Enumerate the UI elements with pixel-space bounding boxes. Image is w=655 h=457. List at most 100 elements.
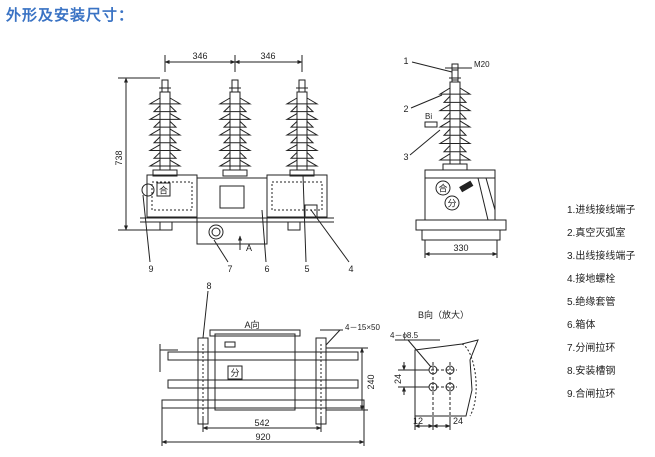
front-opening-ring xyxy=(208,224,224,240)
front-insulator-left xyxy=(148,79,182,177)
side-callout-1: 1 xyxy=(403,56,408,66)
front-insulator-right-shed xyxy=(285,113,319,120)
b-hole-spec: 4－ϕ8.5 xyxy=(390,331,419,340)
front-right-housing xyxy=(266,174,328,218)
front-callouts: 9 7 6 5 4 xyxy=(148,264,353,274)
legend-item-9: 9.合闸拉环 xyxy=(567,389,616,400)
top-box xyxy=(214,333,296,411)
front-insulator-left-shed xyxy=(148,159,182,167)
front-arrow-a-label: A xyxy=(246,243,252,253)
side-open-badge xyxy=(444,195,460,211)
side-open-badge-text: 分 xyxy=(447,199,456,209)
callout-6: 6 xyxy=(264,264,269,274)
side-callout-3: 3 xyxy=(403,152,408,162)
front-dim-738: 738 xyxy=(114,150,124,165)
front-box-window xyxy=(219,185,245,209)
top-dim-240: 240 xyxy=(366,374,376,389)
front-insulator-left-shed xyxy=(148,113,182,120)
front-insulator-left-shed xyxy=(152,105,178,113)
top-box-window xyxy=(224,341,236,348)
front-insulator-left-shed xyxy=(148,97,182,105)
front-insulator-left-shed xyxy=(152,152,178,159)
front-insulators xyxy=(148,79,319,177)
front-lever xyxy=(304,204,318,218)
side-insulator-body-shed xyxy=(442,112,468,120)
front-insulator-center-terminal xyxy=(231,79,239,93)
front-insulator-left-terminal xyxy=(161,79,169,93)
front-insulator-right-shed xyxy=(289,120,315,128)
top-a-direction: A向 xyxy=(244,319,259,330)
front-insulator-center xyxy=(218,79,252,177)
front-insulator-center-shed xyxy=(222,120,248,128)
side-insulator-body xyxy=(438,69,472,171)
front-left-housing xyxy=(146,174,198,218)
side-insulator-body-shed xyxy=(438,104,472,112)
front-insulator-right-shed xyxy=(289,136,315,144)
top-view: A向 分 8 4－15×50 240 542 xyxy=(159,281,380,446)
legend-item-3: 3.出线接线端子 xyxy=(567,251,636,262)
callout-9: 9 xyxy=(148,264,153,274)
legend-item-6: 6.箱体 xyxy=(567,320,596,331)
side-insulator-body-shed xyxy=(438,87,472,95)
front-insulator-right-shed xyxy=(289,105,315,113)
callout-5: 5 xyxy=(304,264,309,274)
callout-4: 4 xyxy=(348,264,353,274)
front-closing-ring xyxy=(141,183,155,197)
front-insulator-right-shed xyxy=(285,128,319,136)
side-close-badge xyxy=(435,180,451,196)
front-insulator-center-shed xyxy=(222,105,248,113)
b-dim-12: 12 xyxy=(413,416,423,426)
front-mount-foot-right xyxy=(287,222,301,231)
front-insulator-left-shed xyxy=(152,136,178,144)
b-view-plate xyxy=(414,339,479,417)
page-title: 外形及安装尺寸： xyxy=(6,7,135,24)
b-view: B向（放大） 4－ϕ8.5 24 12 24 xyxy=(390,309,479,430)
front-mount-foot-left xyxy=(159,222,173,231)
front-insulator-left-shed xyxy=(148,128,182,136)
side-m20: M20 xyxy=(474,60,490,69)
front-dim-346-left: 346 xyxy=(192,51,207,61)
front-insulator-right-shed xyxy=(289,152,315,159)
front-insulator-center-shed xyxy=(218,97,252,105)
front-box xyxy=(196,177,268,245)
legend-item-5: 5.绝缘套管 xyxy=(567,297,616,308)
parts-legend: 1.进线接线端子 2.真空灭弧室 3.出线接线端子 4.接地螺栓 5.绝缘套管 … xyxy=(567,205,635,412)
front-close-badge-text: 合 xyxy=(159,185,168,196)
side-insulator-body-shed xyxy=(438,153,472,161)
legend-item-2: 2.真空灭弧室 xyxy=(567,228,626,239)
front-insulator-center-shed xyxy=(218,128,252,136)
side-bi: Bi xyxy=(425,112,432,121)
front-insulator-center-shed xyxy=(218,113,252,120)
front-insulator-right-terminal xyxy=(298,79,306,93)
front-insulator-right-shed xyxy=(285,144,319,151)
callout-7: 7 xyxy=(227,264,232,274)
side-insulator-body-shed xyxy=(438,120,472,128)
front-insulator-right xyxy=(285,79,319,177)
side-view: M20 Bi 合 分 330 1 2 3 xyxy=(403,56,507,258)
side-insulator-body-shed xyxy=(438,136,472,144)
side-insulator-body-shed xyxy=(442,128,468,136)
front-insulator-right-shed xyxy=(285,97,319,105)
front-insulator-center-shed xyxy=(222,136,248,144)
front-insulator-center-shed xyxy=(218,159,252,167)
side-dim-330: 330 xyxy=(453,243,468,253)
b-view-title: B向（放大） xyxy=(418,309,469,320)
front-insulator-center-shed xyxy=(222,152,248,159)
side-insulator-body-shed xyxy=(442,145,468,153)
front-close-badge xyxy=(156,182,171,197)
side-close-badge-text: 合 xyxy=(438,183,447,194)
front-view: 合 A 346 346 738 9 7 6 5 4 xyxy=(114,51,354,274)
side-insulator-body-shed xyxy=(442,95,468,103)
top-slot-spec: 4－15×50 xyxy=(345,323,380,332)
top-open-badge-text: 分 xyxy=(230,368,239,378)
front-insulator-right-shed xyxy=(285,159,319,167)
top-dim-542: 542 xyxy=(254,418,269,428)
legend-item-4: 4.接地螺栓 xyxy=(567,274,616,285)
front-insulator-center-shed xyxy=(218,144,252,151)
b-dim-24-horizontal: 24 xyxy=(453,416,463,426)
top-open-badge xyxy=(227,365,243,380)
front-insulator-left-shed xyxy=(148,144,182,151)
top-dim-920: 920 xyxy=(255,432,270,442)
b-dim-24-vertical: 24 xyxy=(393,374,403,384)
side-insulator xyxy=(438,69,472,171)
